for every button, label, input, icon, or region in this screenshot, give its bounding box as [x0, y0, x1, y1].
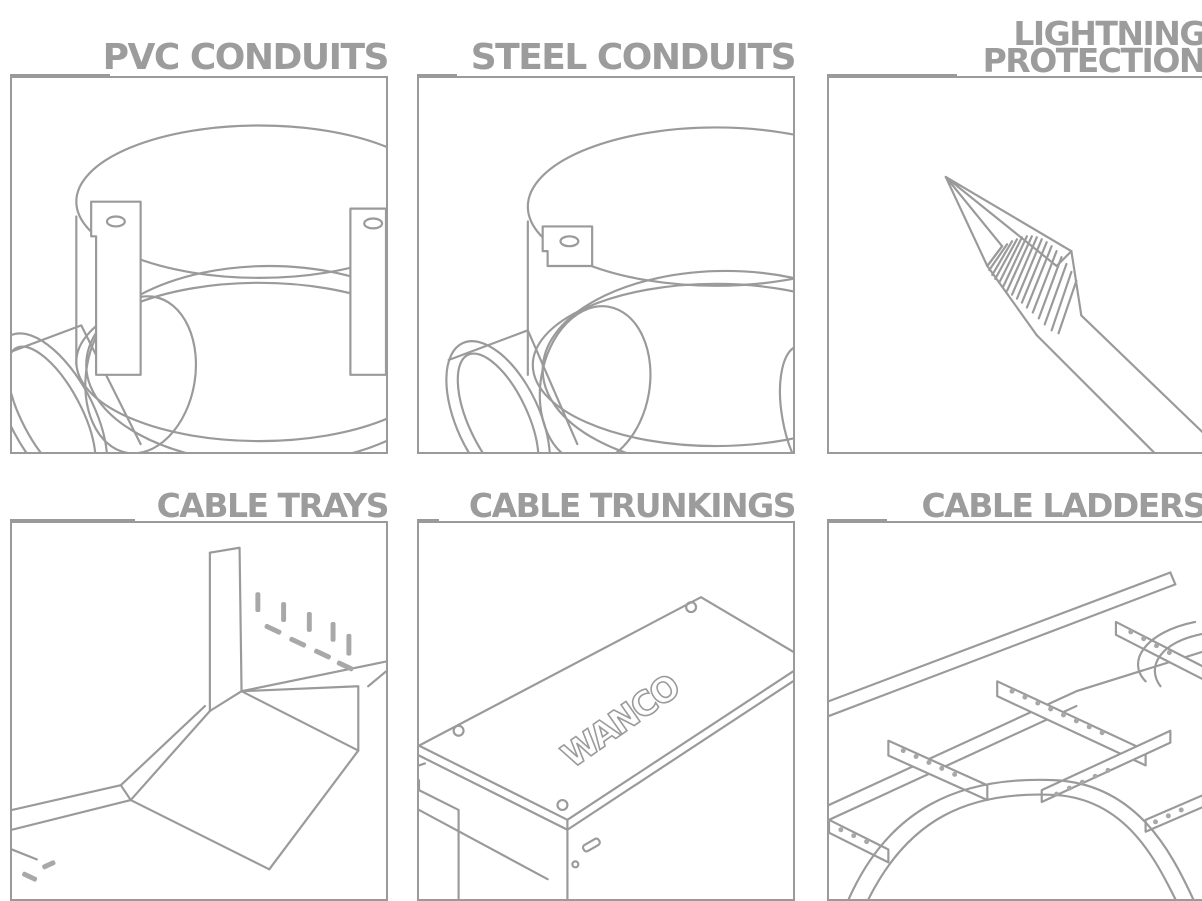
ladder-rungs — [829, 620, 1202, 864]
tile-frame: WANCO — [417, 521, 795, 901]
tile-cable-trays[interactable]: CABLE TRAYS — [10, 489, 390, 901]
tile-title-pvc-conduits: PVC CONDUITS — [102, 37, 390, 79]
rod-thread — [986, 235, 1078, 335]
title-rule — [417, 74, 457, 76]
screw-icon — [419, 601, 698, 812]
tile-cable-ladders[interactable]: CABLE LADDERS — [827, 489, 1202, 901]
tile-frame — [827, 76, 1202, 454]
tile-cable-trunkings[interactable]: CABLE TRUNKINGS WANCO — [417, 489, 797, 901]
brand-wanco: WANCO — [554, 667, 686, 776]
tile-title-lightning-protection: LIGHTNING PROTECTION — [982, 13, 1202, 80]
title-rule — [10, 74, 110, 76]
tile-title-cable-trunkings: CABLE TRUNKINGS — [468, 485, 797, 525]
tray-slots — [22, 592, 354, 882]
tile-frame — [10, 521, 388, 901]
tile-frame — [417, 76, 795, 454]
title-rule — [827, 74, 957, 76]
pvc-conduit-box-icon — [12, 124, 386, 452]
title-rule — [10, 519, 135, 521]
tile-title-steel-conduits: STEEL CONDUITS — [470, 37, 797, 79]
title-rule — [827, 519, 887, 521]
rung-holes — [838, 629, 1184, 845]
tile-title-line: LIGHTNING — [1013, 13, 1202, 53]
cable-trunking-icon: WANCO — [419, 596, 793, 899]
tile-title-cable-ladders: CABLE LADDERS — [921, 485, 1202, 525]
lightning-rod-icon — [944, 175, 1202, 452]
cable-ladder-icon — [829, 571, 1202, 899]
steel-conduit-box-icon — [445, 126, 793, 452]
title-rule — [417, 519, 439, 521]
tile-frame — [827, 521, 1202, 901]
tile-steel-conduits[interactable]: STEEL CONDUITS — [417, 40, 797, 454]
tile-lightning-protection[interactable]: LIGHTNING PROTECTION — [827, 17, 1202, 454]
tile-frame — [10, 76, 388, 454]
cable-tray-icon — [12, 546, 386, 882]
tile-pvc-conduits[interactable]: PVC CONDUITS — [10, 40, 390, 454]
tile-title-line: PROTECTION — [982, 40, 1202, 80]
tile-title-cable-trays: CABLE TRAYS — [156, 485, 390, 525]
